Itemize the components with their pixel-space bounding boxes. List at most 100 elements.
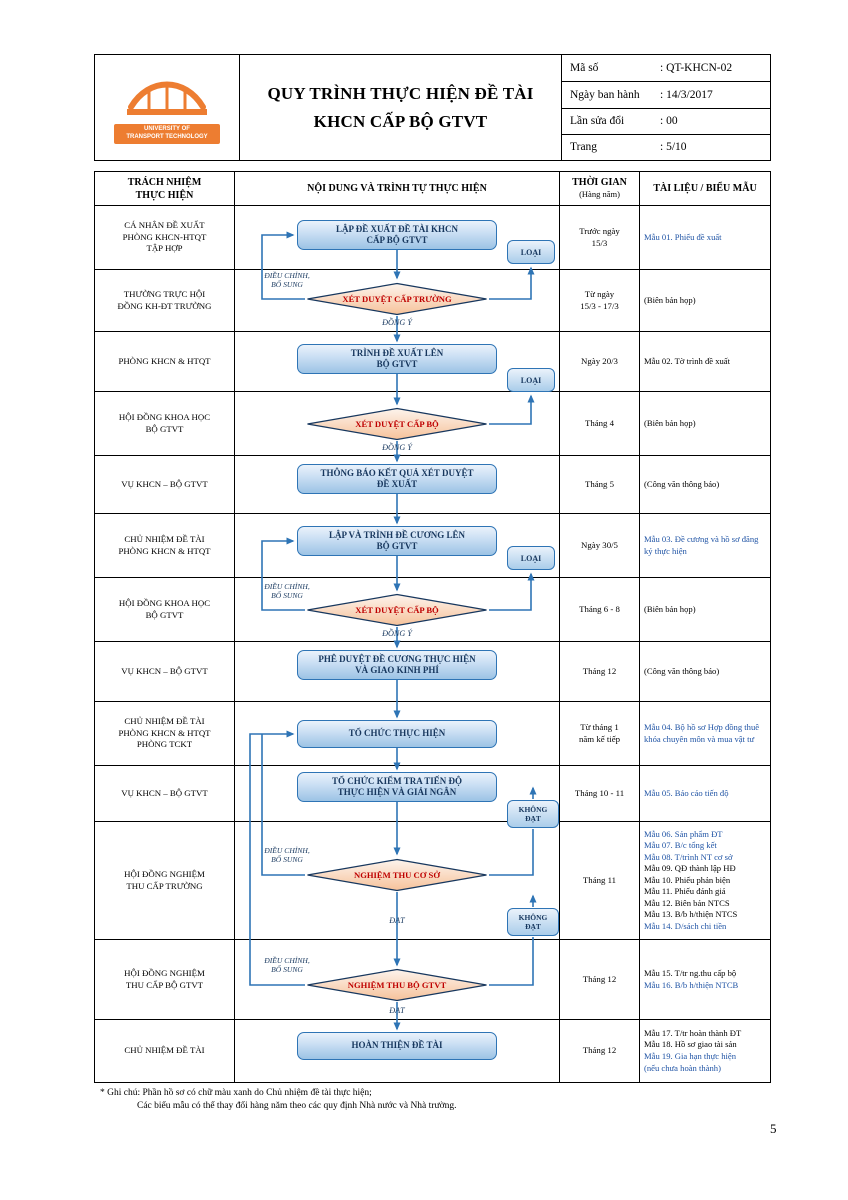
- flow-decision-nghiem-thu-bo-gtvt: NGHIỆM THU BỘ GTVT: [305, 968, 489, 1002]
- col-header-content: NỘI DUNG VÀ TRÌNH TỰ THỰC HIỆN: [235, 172, 560, 206]
- col-header-time: THỜI GIAN (Hàng năm): [560, 172, 640, 206]
- responsibility-line: HỘI ĐỒNG KHOA HỌC: [118, 597, 211, 608]
- edge-label-line: ĐIỀU CHỈNH,: [264, 271, 310, 280]
- responsibility-line: HỘI ĐỒNG NGHIỆM: [124, 967, 205, 978]
- responsibility-line: THƯỜNG TRỰC HỘI: [123, 288, 206, 299]
- document-line: Mẫu 15. T/tr ng.thu cấp bộ: [644, 967, 737, 978]
- info-row-ngay-ban-hanh: Ngày ban hành : 14/3/2017: [562, 81, 770, 107]
- col-header-subline: (Hàng năm): [579, 189, 620, 200]
- box-text-line: VÀ GIAO KINH PHÍ: [355, 665, 439, 675]
- time-line: Tháng 4: [584, 417, 615, 428]
- responsibility-line: CHỦ NHIỆM ĐỀ TÀI: [124, 533, 205, 544]
- documents-cell: (Biên bản họp): [640, 270, 770, 332]
- info-value: : QT-KHCN-02: [660, 62, 733, 75]
- flow-cell: [235, 1020, 560, 1082]
- outcome-label: KHÔNG: [518, 913, 548, 922]
- edge-label-dong-y-1: ĐỒNG Ý: [382, 318, 412, 327]
- box-text-line: CẤP BỘ GTVT: [366, 235, 428, 245]
- logo-cell: UNIVERSITY OF TRANSPORT TECHNOLOGY: [95, 55, 240, 160]
- document-line: Mẫu 09. QĐ thành lập HĐ: [644, 863, 736, 874]
- box-text-line: BỘ GTVT: [376, 359, 418, 369]
- info-label: Ngày ban hành: [570, 88, 640, 101]
- outcome-label: ĐẠT: [525, 922, 541, 931]
- edge-label-line: ĐIỀU CHỈNH,: [264, 956, 310, 965]
- box-text-line: PHÊ DUYỆT ĐỀ CƯƠNG THỰC HIỆN: [318, 653, 476, 664]
- document-line: Mẫu 08. T/trình NT cơ sở: [644, 851, 733, 862]
- document-line: (Biên bản họp): [644, 603, 696, 614]
- responsibility-line: VỤ KHCN – BỘ GTVT: [121, 665, 208, 676]
- document-line: (Công văn thông báo): [644, 478, 720, 489]
- document-line: Mẫu 19. Gia hạn thực hiện: [644, 1051, 737, 1061]
- edge-label-dat-2: ĐẠT: [389, 1006, 405, 1015]
- responsibility-line: PHÒNG KHCN-HTQT: [122, 231, 207, 242]
- time-cell: Tháng 12: [560, 940, 640, 1020]
- box-text-line: TỔ CHỨC THỰC HIỆN: [348, 728, 446, 739]
- document-line: Mẫu 17. T/tr hoàn thành ĐT: [644, 1027, 742, 1038]
- document-line: Mẫu 16. B/b h/thiện NTCB: [644, 979, 739, 990]
- documents-cell: Mẫu 02. Tờ trình đề xuất: [640, 332, 770, 392]
- decision-label: XÉT DUYỆT CẤP TRƯỜNG: [342, 294, 452, 304]
- edge-label-line: BỔ SUNG: [271, 280, 303, 290]
- edge-label-dat-1: ĐẠT: [389, 916, 405, 925]
- info-label: Mã số: [570, 62, 599, 75]
- responsibility-line: ĐỒNG KH-ĐT TRƯỜNG: [117, 300, 212, 311]
- document-line: Mẫu 11. Phiếu đánh giá: [644, 886, 726, 897]
- decision-label: NGHIỆM THU CƠ SỞ: [353, 870, 441, 880]
- document-line: Mẫu 18. Hồ sơ giao tài sản: [644, 1039, 737, 1050]
- time-line: Tháng 10 - 11: [574, 787, 625, 798]
- responsibility-line: HỘI ĐỒNG KHOA HỌC: [118, 411, 211, 422]
- time-line: Tháng 6 - 8: [579, 603, 620, 614]
- document-line: Mẫu 02. Tờ trình đề xuất: [644, 355, 731, 366]
- col-header-line: TRÁCH NHIỆM: [127, 176, 202, 188]
- col-header-line: THỜI GIAN: [572, 177, 627, 189]
- responsibility-line: CHỦ NHIỆM ĐỀ TÀI: [124, 715, 205, 726]
- document-line: Mẫu 06. Sản phẩm ĐT: [644, 828, 723, 839]
- document-line: (Công văn thông báo): [644, 665, 720, 676]
- info-value: : 5/10: [660, 141, 687, 154]
- flow-decision-xet-duyet-cap-bo-2: XÉT DUYỆT CẤP BỘ: [305, 593, 489, 627]
- responsibility-line: VỤ KHCN – BỘ GTVT: [121, 478, 208, 489]
- responsibility-cell: VỤ KHCN – BỘ GTVT: [95, 642, 235, 702]
- info-row-trang: Trang : 5/10: [562, 133, 770, 160]
- info-row-lan-sua-doi: Lần sửa đổi : 00: [562, 107, 770, 134]
- document-line: Mẫu 04. Bộ hồ sơ Hợp đồng thuê khóa chuy…: [644, 721, 760, 744]
- responsibility-cell: CHỦ NHIỆM ĐỀ TÀI: [95, 1020, 235, 1082]
- time-line: Từ tháng 1: [580, 721, 619, 732]
- responsibility-line: BỘ GTVT: [145, 609, 184, 620]
- documents-cell: (Công văn thông báo): [640, 456, 770, 514]
- time-line: 15/3: [591, 237, 608, 248]
- responsibility-line: CHỦ NHIỆM ĐỀ TÀI: [124, 1045, 205, 1056]
- flow-box-to-chuc-thuc-hien: TỔ CHỨC THỰC HIỆN: [297, 720, 497, 748]
- flow-box-hoan-thien-de-tai: HOÀN THIỆN ĐỀ TÀI: [297, 1032, 497, 1060]
- box-text-line: LẬP ĐỀ XUẤT ĐỀ TÀI KHCN: [336, 223, 458, 234]
- box-text-line: LẬP VÀ TRÌNH ĐỀ CƯƠNG LÊN: [328, 529, 466, 540]
- document-line: Mẫu 10. Phiếu phản biện: [644, 874, 731, 885]
- flow-decision-nghiem-thu-co-so: NGHIỆM THU CƠ SỞ: [305, 858, 489, 892]
- time-cell: Tháng 6 - 8: [560, 578, 640, 642]
- info-label: Trang: [570, 141, 598, 154]
- time-cell: Tháng 5: [560, 456, 640, 514]
- edge-label-dieu-chinh-bo-sung-1: ĐIỀU CHỈNH, BỔ SUNG: [255, 271, 319, 290]
- document-title-line2: KHCN CẤP BỘ GTVT: [313, 111, 488, 131]
- edge-label-dieu-chinh-bo-sung-4: ĐIỀU CHỈNH, BỔ SUNG: [255, 956, 319, 975]
- header-table: UNIVERSITY OF TRANSPORT TECHNOLOGY QUY T…: [95, 55, 770, 160]
- flow-outcome-loai-3: LOẠI: [507, 546, 555, 570]
- document-line: Mẫu 13. B/b h/thiện NTCS: [644, 909, 738, 920]
- outcome-label: LOẠI: [520, 247, 542, 257]
- time-cell: Ngày 20/3: [560, 332, 640, 392]
- time-cell: Ngày 30/5: [560, 514, 640, 578]
- edge-label-line: BỔ SUNG: [271, 591, 303, 601]
